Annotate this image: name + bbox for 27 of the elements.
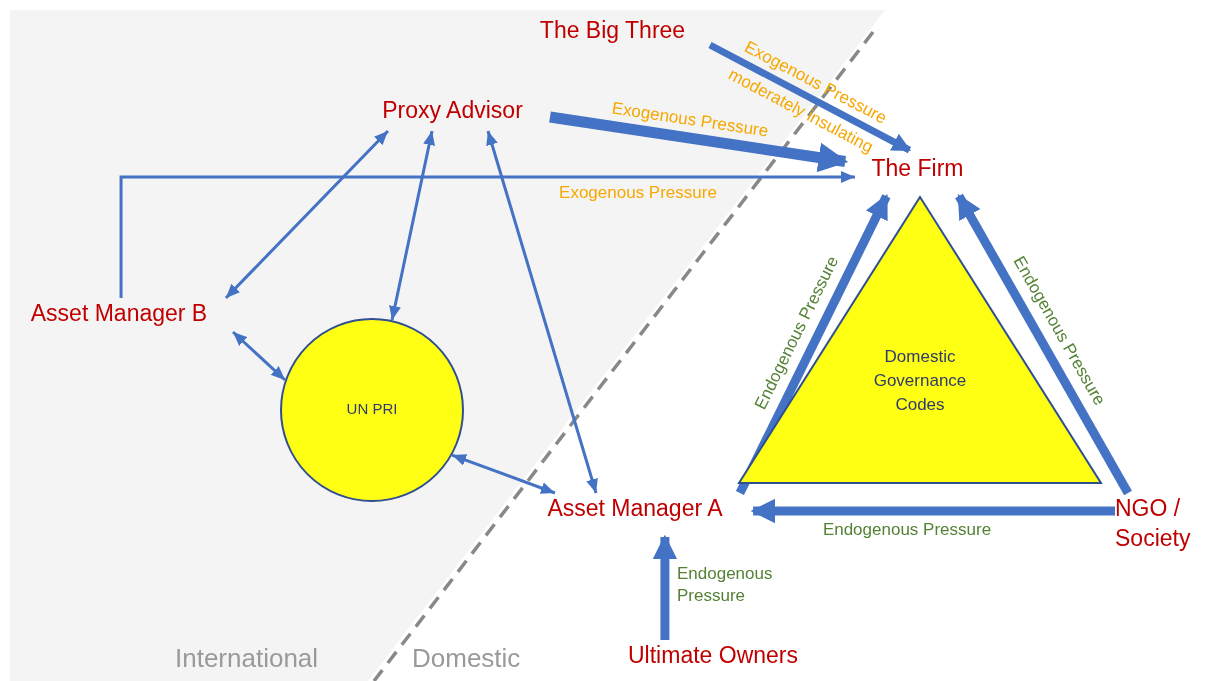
arrow xyxy=(955,193,1132,496)
node-text: UN PRI xyxy=(345,399,399,419)
arrow xyxy=(549,111,849,173)
arrow xyxy=(486,130,598,494)
arrow xyxy=(735,194,891,495)
arrow xyxy=(232,330,286,382)
actor-label: NGO / Society xyxy=(1115,493,1220,565)
node-text: Domestic Governance Codes xyxy=(872,346,968,416)
edge-label: Endogenous Pressure xyxy=(821,519,993,541)
circle-node xyxy=(280,318,464,502)
region-label: Domestic xyxy=(412,643,521,674)
arrow xyxy=(750,498,1115,524)
edge-label: Endogenous Pressure xyxy=(677,563,774,607)
region-label: International xyxy=(175,643,319,674)
arrow xyxy=(389,130,435,321)
arrow xyxy=(708,41,912,154)
actor-label: Proxy Advisor xyxy=(355,95,550,131)
actor-label: Asset Manager A xyxy=(525,493,745,529)
actor-label: Ultimate Owners xyxy=(598,640,828,676)
triangle-node xyxy=(735,195,1105,485)
actor-label: The Big Three xyxy=(515,15,710,51)
arrow xyxy=(224,129,390,300)
arrow xyxy=(451,453,556,495)
arrow xyxy=(652,534,678,640)
actor-label: Asset Manager B xyxy=(5,298,233,334)
arrow xyxy=(119,171,855,298)
edge-label: Exogenous Pressure xyxy=(558,182,718,204)
